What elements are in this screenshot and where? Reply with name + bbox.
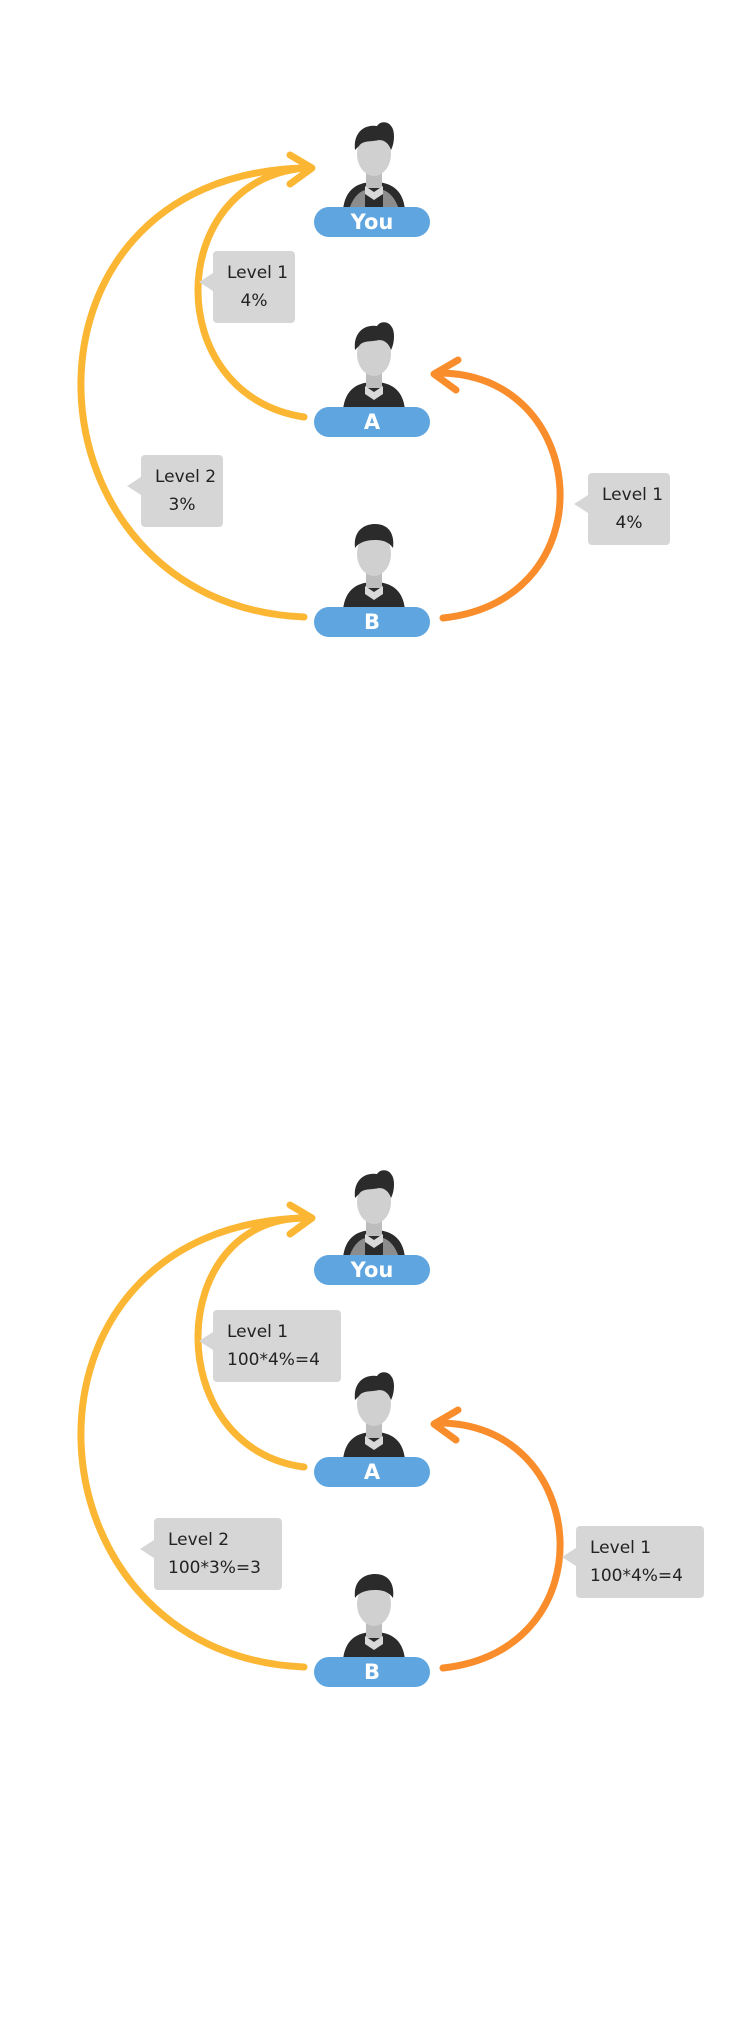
arrowhead-a [430, 1406, 462, 1444]
person-a: A [314, 320, 434, 440]
bubble-tail [199, 1332, 213, 1350]
person-avatar-icon [343, 1574, 405, 1660]
node-label-a: A [314, 1457, 430, 1487]
bubble-tail [574, 495, 588, 513]
bubble-a-to-you: Level 1 4% [199, 251, 295, 323]
person-you: You [314, 1168, 434, 1288]
node-label-you: You [314, 1255, 430, 1285]
node-label-a: A [314, 407, 430, 437]
person-avatar-icon [343, 122, 405, 210]
arrow-b-to-you [77, 164, 309, 621]
bubble-value: 100*3%=3 [168, 1558, 261, 1578]
bubble-value: 100*4%=4 [590, 1566, 683, 1586]
bubble-level-label: Level 1 [227, 1322, 289, 1342]
person-avatar-icon [343, 524, 405, 610]
arrowhead-a [430, 356, 462, 394]
person-a: A [314, 1370, 434, 1490]
bubble-value: 4% [240, 291, 268, 311]
bubble-level-label: Level 2 [155, 467, 217, 487]
person-avatar-icon [343, 1372, 405, 1460]
arrow-b-to-a [432, 1419, 564, 1672]
person-b: B [314, 520, 434, 640]
node-label-you: You [314, 207, 430, 237]
bubble-tail [127, 477, 141, 495]
person-you: You [314, 120, 434, 240]
bubble-b-to-you: Level 2 100*3%=3 [140, 1518, 282, 1590]
arrows-layer [77, 1201, 564, 1672]
person-b: B [314, 1570, 434, 1690]
person-avatar-icon [343, 322, 405, 410]
arrowhead-you [286, 151, 316, 188]
bubble-level-label: Level 1 [602, 485, 664, 505]
arrow-b-to-a [432, 369, 564, 622]
arrowhead-you [286, 1201, 316, 1238]
bubble-b-to-you: Level 2 3% [127, 455, 223, 527]
referral-diagram-percentages: You A B Level 1 4% Level 2 3% [0, 0, 750, 700]
arrows-layer [77, 151, 564, 622]
bubble-value: 3% [168, 495, 196, 515]
bubble-level-label: Level 2 [168, 1530, 230, 1550]
bubble-b-to-a: Level 1 4% [574, 473, 670, 545]
bubble-value: 100*4%=4 [227, 1350, 320, 1370]
arrow-a-to-you [194, 164, 309, 421]
person-avatar-icon [343, 1170, 405, 1258]
bubble-level-label: Level 1 [227, 263, 289, 283]
bubble-tail [140, 1540, 154, 1558]
bubble-level-label: Level 1 [590, 1538, 652, 1558]
node-label-b: B [314, 607, 430, 637]
bubble-a-to-you: Level 1 100*4%=4 [199, 1310, 341, 1382]
bubble-value: 4% [615, 513, 643, 533]
arrow-b-to-you [77, 1214, 309, 1671]
referral-diagram-calculations: You A B Level 1 100*4%=4 Level 2 100*3%=… [0, 1043, 750, 1743]
bubble-tail [199, 273, 213, 291]
node-label-b: B [314, 1657, 430, 1687]
arrow-a-to-you [194, 1214, 309, 1471]
bubble-tail [562, 1548, 576, 1566]
bubble-b-to-a: Level 1 100*4%=4 [562, 1526, 704, 1598]
